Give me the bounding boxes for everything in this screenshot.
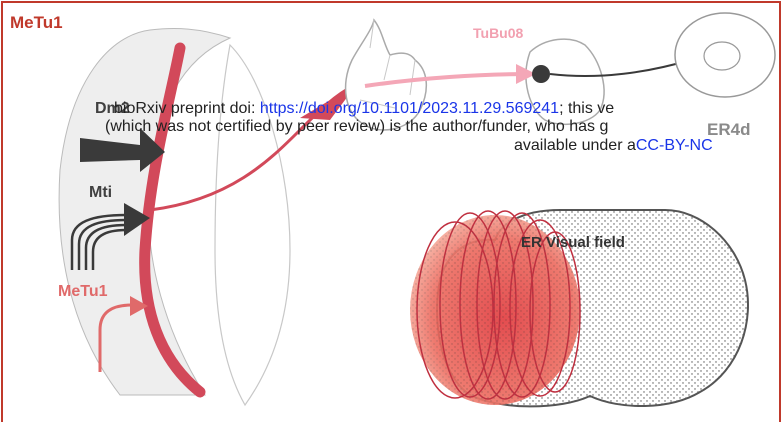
lobula-outline bbox=[215, 45, 290, 405]
er4d-label: ER4d bbox=[707, 120, 750, 139]
preprint-line-1: bioRxiv preprint doi: https://doi.org/10… bbox=[114, 100, 614, 117]
mti-label: Mti bbox=[89, 184, 112, 201]
visual-field-title: ER Visual field bbox=[521, 234, 625, 251]
panel-title: MeTu1 bbox=[10, 13, 63, 32]
ellipsoid-body-inner bbox=[704, 42, 740, 70]
tubu08-label: TuBu08 bbox=[473, 25, 524, 41]
metu1-input-label: MeTu1 bbox=[58, 283, 108, 300]
bulb-synapse-dot bbox=[532, 65, 550, 83]
license-link[interactable]: CC-BY-NC bbox=[636, 137, 713, 154]
doi-link[interactable]: https://doi.org/10.1101/2023.11.29.56924… bbox=[260, 100, 559, 117]
preprint-line-2: (which was not certified by peer review)… bbox=[105, 118, 608, 135]
preprint-line-3: available under aCC-BY-NC bbox=[514, 137, 713, 154]
